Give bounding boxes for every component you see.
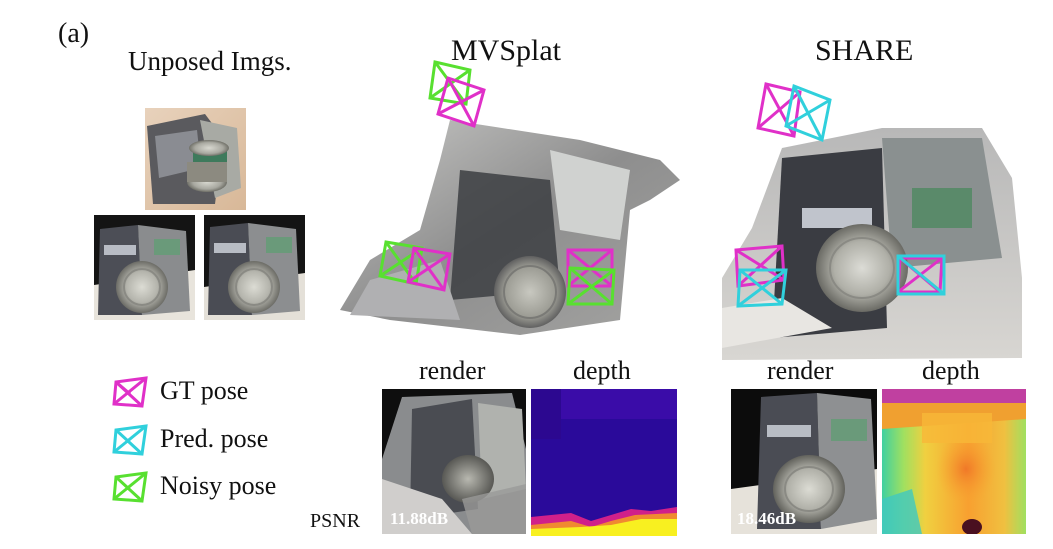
psnr-label: PSNR: [310, 510, 361, 532]
mvsplat-reconstruction: [330, 60, 700, 340]
pred-pose-camera-right: [896, 254, 946, 296]
mvsplat-depth-label: depth: [573, 356, 631, 385]
share-render-label: render: [767, 356, 834, 385]
share-depth-image: [882, 389, 1026, 534]
gt-pose-camera-top: [436, 76, 486, 128]
share-psnr-value: 18.46dB: [737, 509, 797, 528]
gt-pose-camera-left: [406, 246, 452, 292]
pred-pose-camera-icon: [112, 424, 148, 456]
pred-pose-camera-left: [736, 268, 788, 308]
mvsplat-render-label: render: [419, 356, 486, 385]
noisy-pose-camera-right: [566, 266, 616, 306]
input-images-title: Unposed Imgs.: [128, 46, 292, 76]
pred-pose-camera-top: [784, 83, 832, 143]
method-title-share: SHARE: [815, 34, 914, 67]
share-depth-label: depth: [922, 356, 980, 385]
legend-label-gt-pose: GT pose: [160, 376, 249, 405]
noisy-pose-camera-icon: [112, 471, 148, 503]
input-image-1: [145, 108, 246, 210]
mvsplat-depth-image: [531, 389, 677, 536]
share-reconstruction: [722, 78, 1027, 360]
input-image-2: [94, 215, 195, 320]
share-render-image: 18.46dB: [731, 389, 877, 534]
legend-label-pred-pose: Pred. pose: [160, 424, 269, 453]
legend-label-noisy-pose: Noisy pose: [160, 471, 277, 500]
panel-label: (a): [58, 18, 90, 49]
input-image-3: [204, 215, 305, 320]
mvsplat-psnr-value: 11.88dB: [390, 509, 449, 528]
gt-pose-camera-icon: [112, 376, 148, 408]
method-title-mvsplat: MVSplat: [451, 34, 562, 67]
mvsplat-render-image: 11.88dB: [382, 389, 526, 534]
